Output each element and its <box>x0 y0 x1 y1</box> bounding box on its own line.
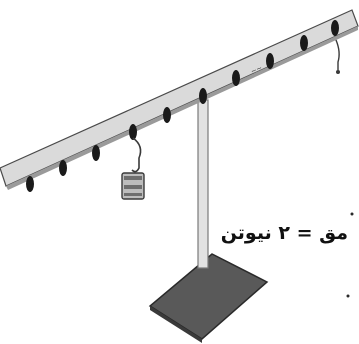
weight-icon <box>121 172 145 200</box>
stand-base-side <box>150 306 202 343</box>
weight-label: مق = ٢ نيوتن <box>220 222 348 244</box>
beam-holes <box>26 20 339 192</box>
hook-icon <box>335 39 340 70</box>
stand-base <box>148 253 269 340</box>
hook-tip <box>336 70 340 74</box>
hook-icon <box>131 137 142 173</box>
beam-hole <box>59 160 67 176</box>
beam-hole <box>129 124 137 140</box>
beam-hole <box>300 35 308 51</box>
stand-pole <box>197 99 209 269</box>
edge-dot <box>350 212 354 216</box>
beam-hole <box>199 88 207 104</box>
beam-hole <box>26 176 34 192</box>
beam-hole <box>92 145 100 161</box>
beam-hole <box>266 53 274 69</box>
edge-dot <box>346 294 350 298</box>
beam-hole <box>163 107 171 123</box>
beam-hole <box>331 20 339 36</box>
beam-hole <box>232 70 240 86</box>
